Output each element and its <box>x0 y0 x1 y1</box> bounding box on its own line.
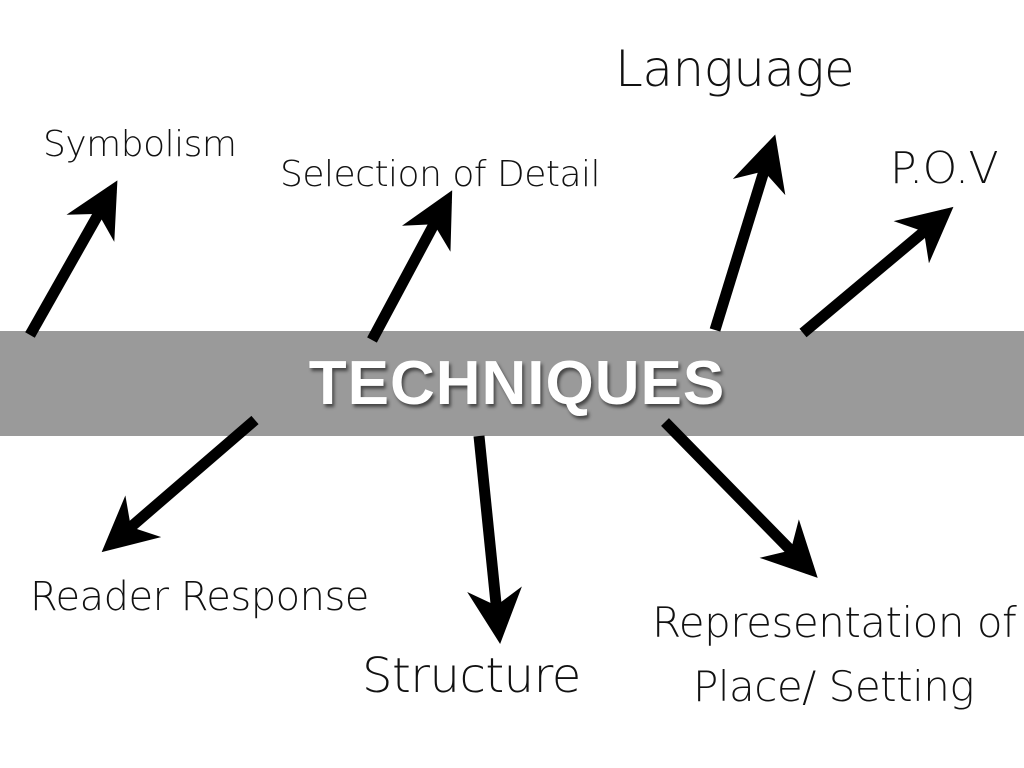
label-representation-line2: Place/ Setting <box>693 662 975 711</box>
central-band <box>0 331 1024 436</box>
arrow-symbolism <box>25 180 118 338</box>
arrow-representation <box>661 418 818 578</box>
label-selection-of-detail: Selection of Detail <box>280 154 601 195</box>
label-language: Language <box>615 40 855 98</box>
label-pov: P.O.V <box>890 143 999 194</box>
central-title: TECHNIQUES <box>308 349 726 418</box>
arrow-language <box>709 134 786 332</box>
arrow-selection-of-detail <box>367 190 453 343</box>
label-reader-response: Reader Response <box>30 574 369 620</box>
arrow-structure <box>467 435 522 644</box>
label-representation-line1: Representation of <box>652 598 1017 647</box>
label-symbolism: Symbolism <box>43 124 237 165</box>
arrow-reader-response <box>101 415 259 553</box>
arrow-pov <box>799 206 954 338</box>
label-structure: Structure <box>362 648 581 704</box>
